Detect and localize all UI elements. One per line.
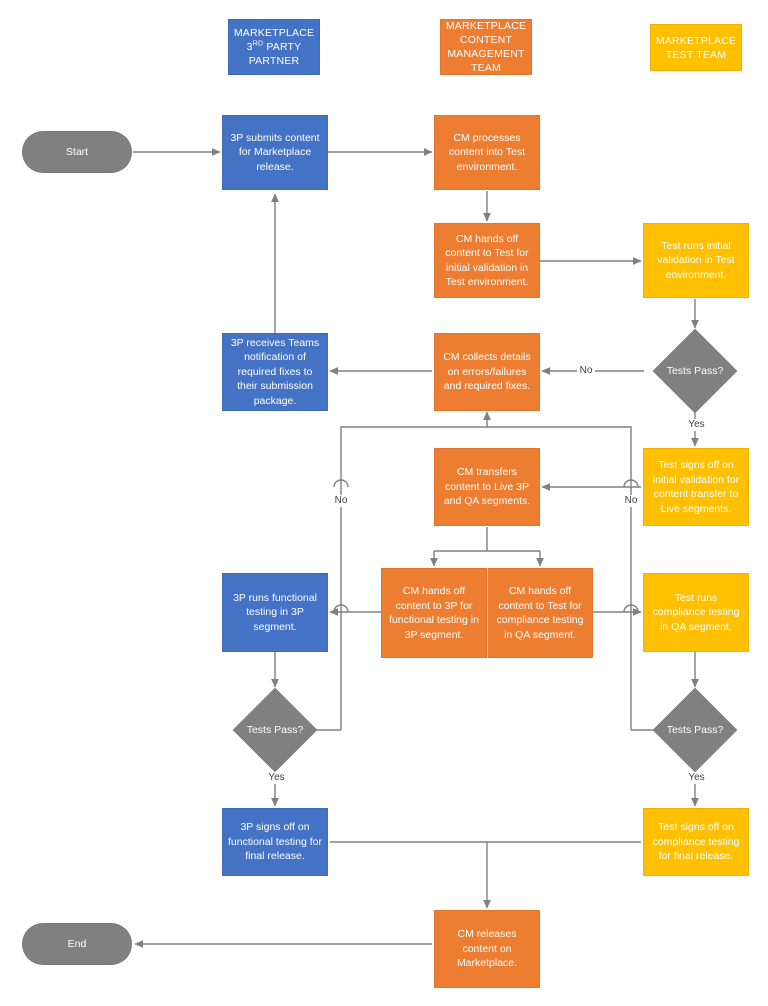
node-start[interactable]: Start [22, 131, 132, 173]
node-cm-hands-off-initial-validation[interactable]: CM hands off content to Test for initial… [434, 223, 540, 298]
node-test-runs-compliance-testing-label: Test runs compliance testing in QA segme… [652, 591, 740, 633]
swimlane-test-line2: TEST TEAM [665, 48, 727, 61]
edge-label-yes-decision1: Yes [685, 419, 708, 431]
node-cm-hands-off-initial-validation-label: CM hands off content to Test for initial… [445, 232, 529, 289]
node-3p-runs-functional-testing-label: 3P runs functional testing in 3P segment… [233, 591, 317, 633]
node-end[interactable]: End [22, 923, 132, 965]
node-start-label: Start [65, 145, 89, 158]
node-cm-processes-content[interactable]: CM processes content into Test environme… [434, 115, 540, 190]
swimlane-cm-line3: MANAGEMENT [447, 48, 525, 60]
node-test-signs-off-initial-validation[interactable]: Test signs off on initial validation for… [643, 448, 749, 526]
node-cm-hands-off-3p-functional-label: CM hands off content to 3P for functiona… [389, 585, 479, 641]
node-cm-collects-details-label: CM collects details on errors/failures a… [443, 351, 531, 393]
node-cm-transfers-content[interactable]: CM transfers content to Live 3P and QA s… [434, 448, 540, 526]
edge-label-no-right-bus: No [621, 495, 641, 507]
swimlane-cm-line4: TEAM [471, 62, 501, 74]
node-cm-hands-off-test-compliance[interactable]: CM hands off content to Test for complia… [487, 568, 593, 658]
node-cm-processes-content-label: CM processes content into Test environme… [448, 131, 526, 173]
edge-label-yes-decision3: Yes [685, 772, 708, 784]
swimlane-header-content-management: MARKETPLACE CONTENT MANAGEMENT TEAM [440, 19, 532, 75]
node-cm-collects-details[interactable]: CM collects details on errors/failures a… [434, 333, 540, 411]
node-test-runs-initial-validation[interactable]: Test runs initial validation in Test env… [643, 223, 749, 298]
edge-right-no-bus [487, 426, 632, 730]
edge-label-yes-decision2: Yes [265, 772, 288, 784]
node-test-signs-off-compliance-label: Test signs off on compliance testing for… [652, 821, 740, 863]
node-3p-signs-off-functional-label: 3P signs off on functional testing for f… [228, 821, 322, 863]
swimlane-3p-line1: MARKETPLACE [233, 27, 315, 39]
node-cm-hands-off-3p-functional[interactable]: CM hands off content to 3P for functiona… [381, 568, 487, 658]
node-cm-releases-content[interactable]: CM releases content on Marketplace. [434, 910, 540, 988]
edge-label-no-left-bus: No [331, 495, 351, 507]
node-end-label: End [67, 937, 87, 950]
node-3p-submits-content[interactable]: 3P submits content for Marketplace relea… [222, 115, 328, 190]
node-test-signs-off-initial-validation-label: Test signs off on initial validation for… [652, 459, 740, 515]
node-test-signs-off-compliance[interactable]: Test signs off on compliance testing for… [643, 808, 749, 876]
swimlane-header-3p-partner: MARKETPLACE 3RD PARTY PARTNER [228, 19, 320, 75]
node-test-runs-compliance-testing[interactable]: Test runs compliance testing in QA segme… [643, 573, 749, 652]
swimlane-test-line1: MARKETPLACE [655, 34, 737, 47]
edge-label-no-decision1: No [577, 365, 595, 377]
swimlane-3p-line3: PARTNER [248, 55, 300, 67]
node-3p-signs-off-functional[interactable]: 3P signs off on functional testing for f… [222, 808, 328, 876]
edge-left-no-bus [340, 426, 487, 730]
node-test-runs-initial-validation-label: Test runs initial validation in Test env… [657, 239, 735, 281]
swimlane-header-test-team: MARKETPLACE TEST TEAM [650, 24, 742, 71]
node-3p-runs-functional-testing[interactable]: 3P runs functional testing in 3P segment… [222, 573, 328, 652]
swimlane-cm-line2: CONTENT [459, 34, 513, 46]
node-cm-hands-off-test-compliance-label: CM hands off content to Test for complia… [496, 585, 584, 641]
line-hops [333, 479, 639, 613]
node-cm-releases-content-label: CM releases content on Marketplace. [456, 928, 518, 970]
swimlane-cm-line1: MARKETPLACE [445, 20, 527, 32]
swimlane-3p-line2: 3RD PARTY [246, 40, 302, 54]
node-cm-transfers-content-label: CM transfers content to Live 3P and QA s… [443, 466, 531, 508]
node-3p-receives-teams-notification-label: 3P receives Teams notification of requir… [230, 336, 320, 407]
handoff-boxes-divider [487, 568, 488, 658]
node-3p-submits-content-label: 3P submits content for Marketplace relea… [230, 131, 320, 173]
node-3p-receives-teams-notification[interactable]: 3P receives Teams notification of requir… [222, 333, 328, 411]
